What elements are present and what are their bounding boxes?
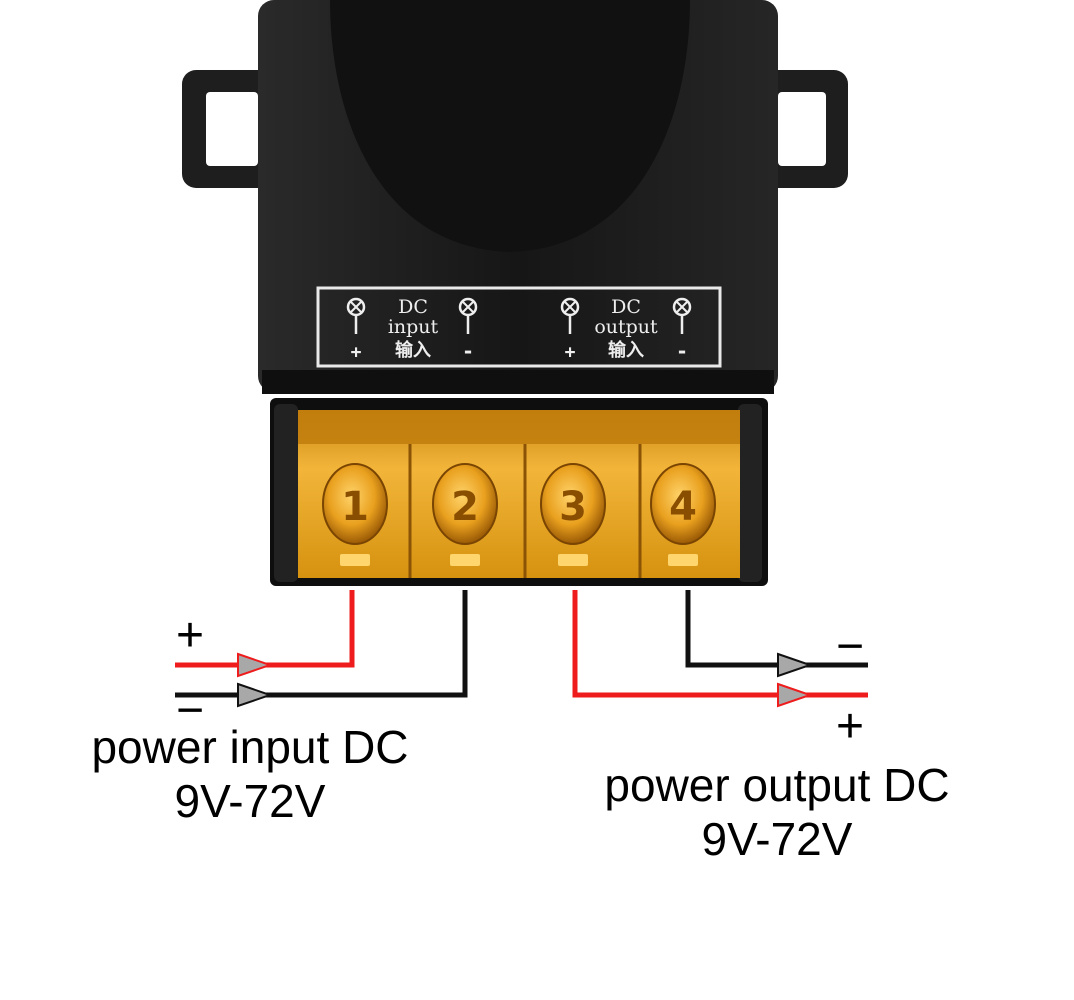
input-plus-terminal-symbol (346, 297, 366, 334)
mounting-ear-left (182, 70, 282, 188)
input-minus-label: - (462, 339, 474, 363)
power-input-caption: power input DC 9V-72V (52, 720, 448, 828)
input-minus-sign: − (176, 684, 204, 737)
output-plus-label: + (565, 342, 576, 363)
terminal-screw-3: 3 (540, 463, 606, 566)
output-positive-arrow-icon (777, 682, 814, 708)
input-dc-label: DC (398, 296, 428, 318)
output-plus-terminal-symbol (560, 297, 580, 334)
terminal-screw-2: 2 (432, 463, 498, 566)
output-minus-label: - (676, 339, 688, 363)
output-chinese-label: 输入 (608, 339, 644, 361)
terminal-number: 3 (559, 484, 587, 530)
input-chinese-label: 输入 (395, 339, 431, 361)
input-plus-sign: + (176, 609, 204, 662)
input-positive-wire (175, 590, 355, 668)
input-negative-wire (175, 590, 468, 698)
output-dc-label: DC (611, 296, 641, 318)
power-output-range: 9V-72V (701, 813, 853, 865)
output-positive-wire (572, 590, 868, 698)
input-word-label: input (388, 316, 439, 338)
terminal-number: 2 (451, 484, 479, 530)
power-input-range: 9V-72V (174, 775, 326, 827)
output-minus-sign: − (836, 620, 864, 673)
terminal-block (270, 398, 768, 586)
input-plus-label: + (351, 342, 362, 363)
output-word-label: output (594, 316, 658, 338)
output-plus-sign: + (836, 700, 864, 753)
module-housing (258, 0, 778, 394)
terminal-number: 1 (341, 484, 369, 530)
input-negative-arrow-icon (237, 682, 274, 708)
terminal-number: 4 (669, 484, 697, 530)
output-minus-terminal-symbol (672, 297, 692, 334)
input-positive-arrow-icon (237, 652, 274, 678)
terminal-screw-1: 1 (322, 463, 388, 566)
output-negative-arrow-icon (777, 652, 814, 678)
power-output-title: power output DC (604, 759, 950, 811)
input-minus-terminal-symbol (458, 297, 478, 334)
power-output-caption: power output DC 9V-72V (572, 758, 982, 866)
terminal-screw-4: 4 (650, 463, 716, 566)
label-panel: + DC input 输入 - + DC output 输入 - (316, 286, 722, 368)
power-input-title: power input DC (91, 721, 409, 773)
